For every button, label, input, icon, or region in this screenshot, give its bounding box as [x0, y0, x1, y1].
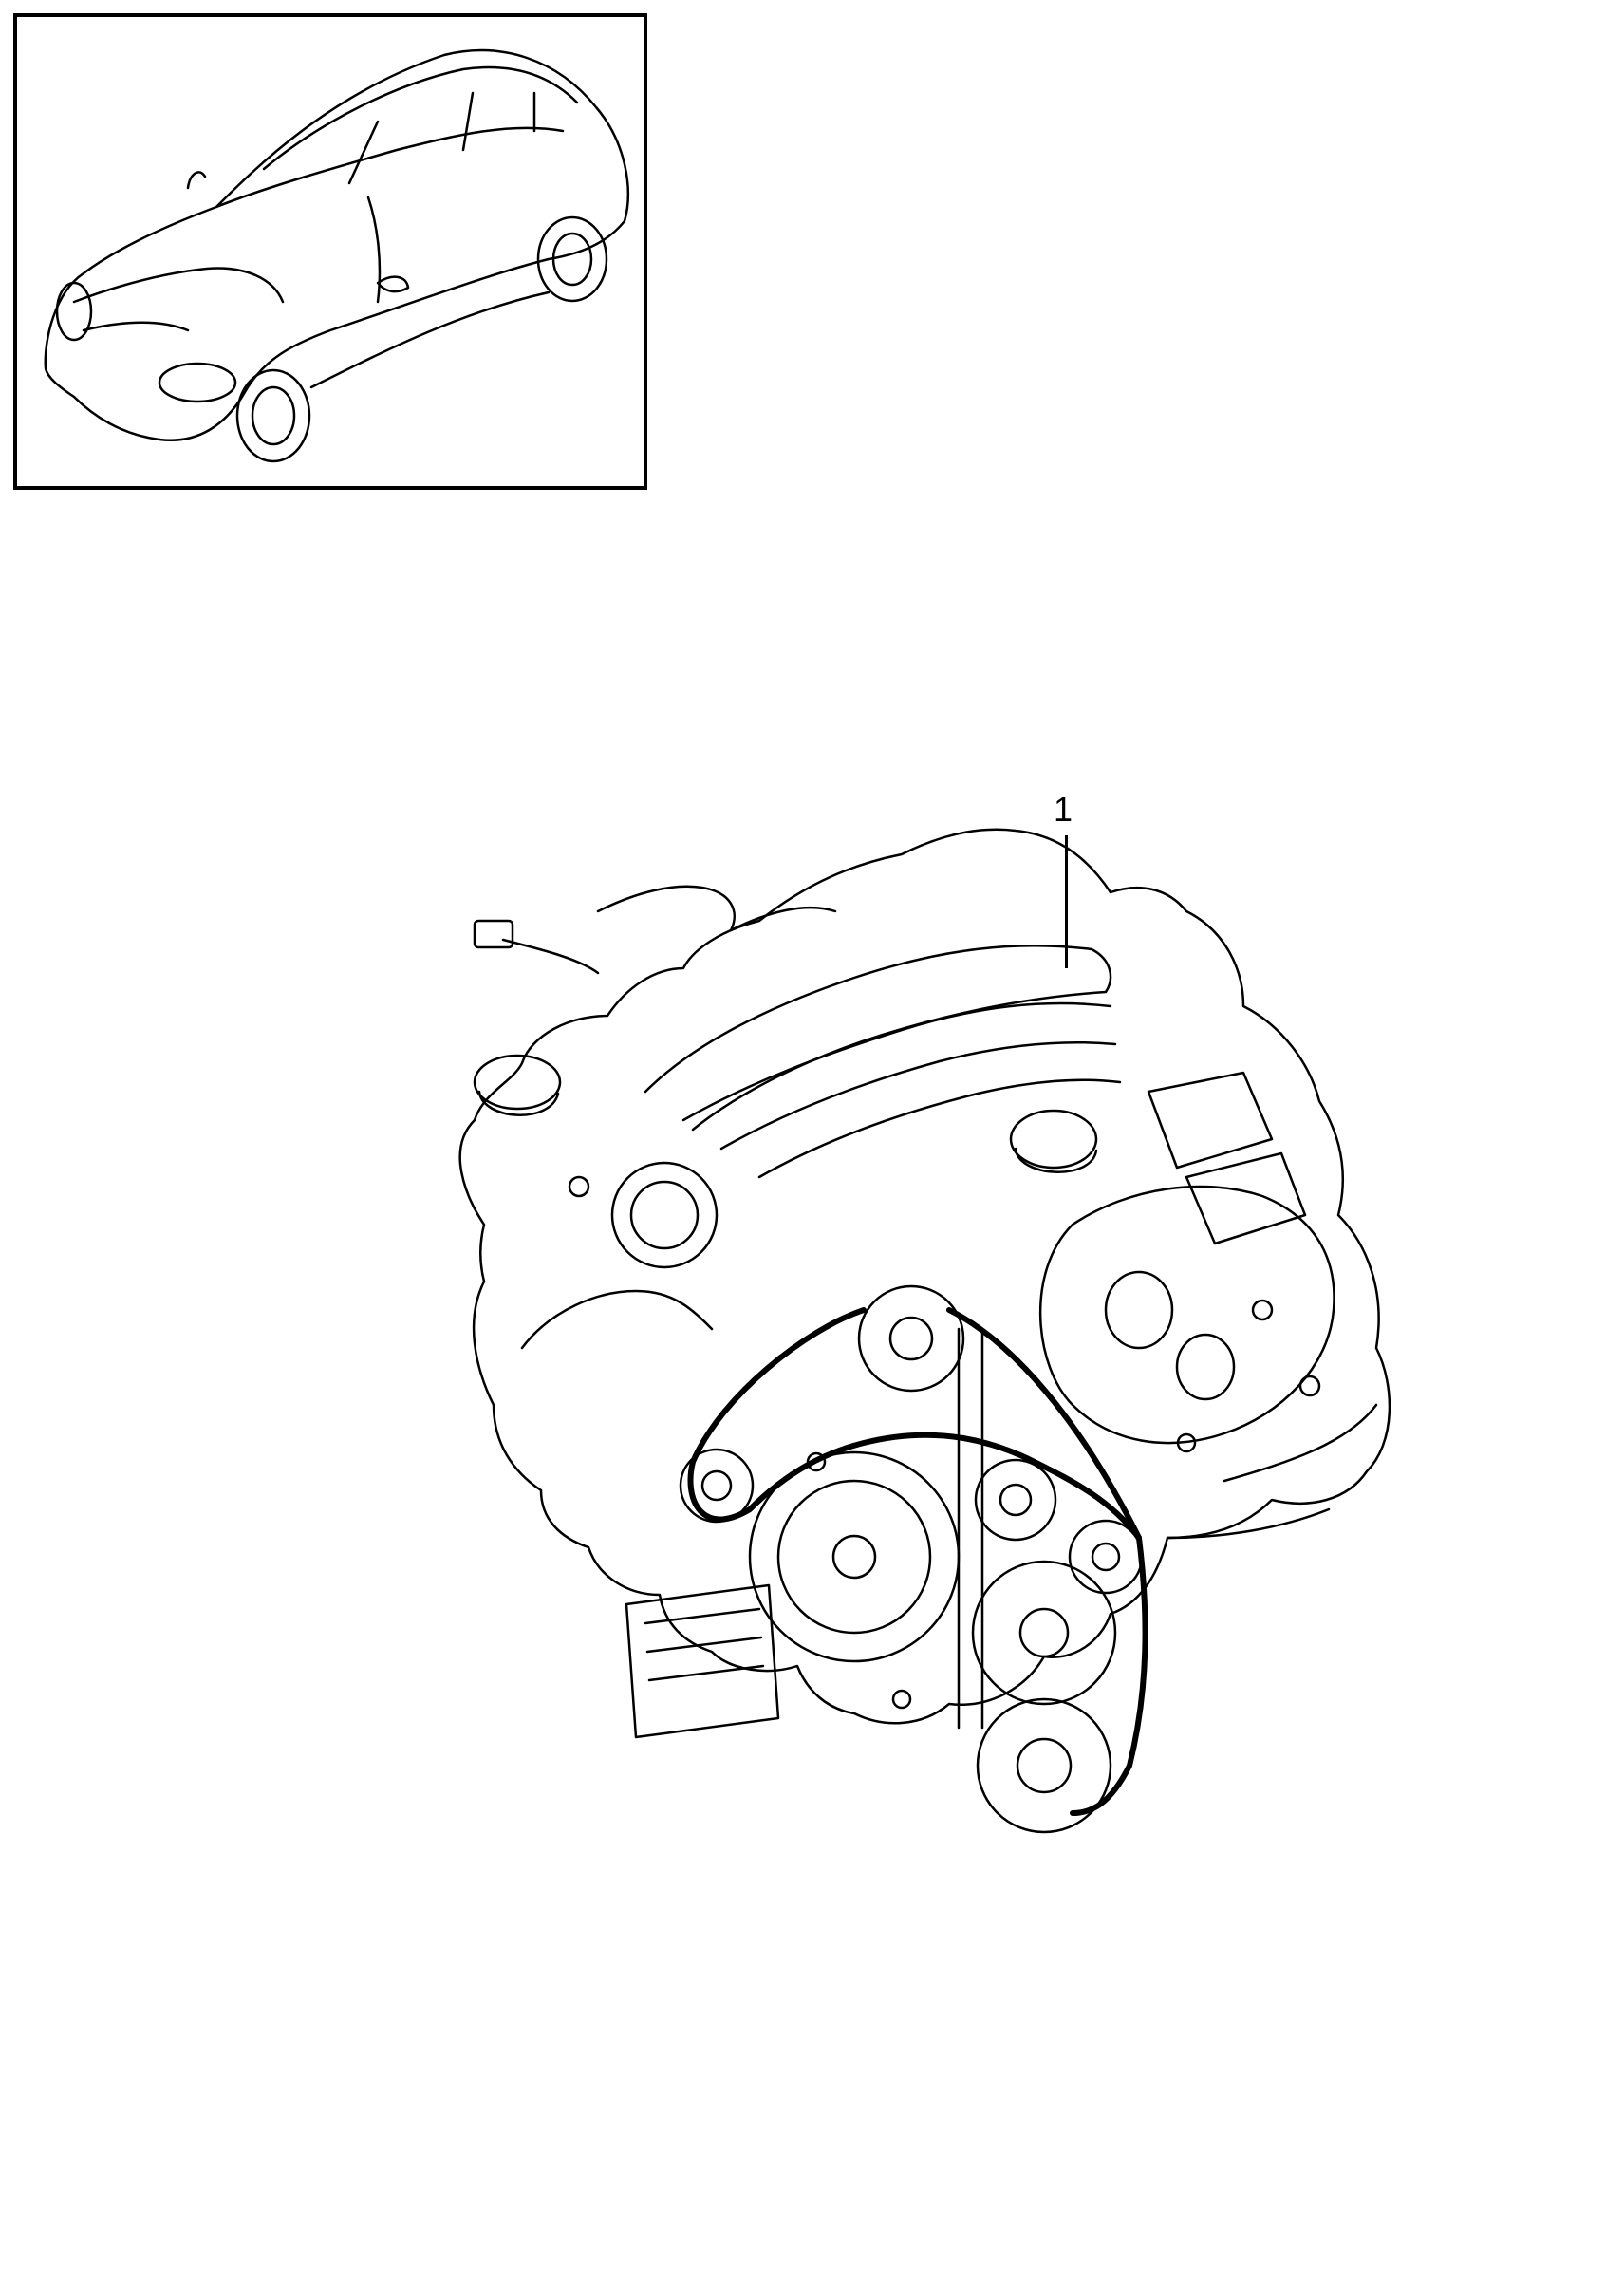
serpentine-belt [687, 1307, 1148, 1816]
engine-block-outline [458, 828, 1391, 1725]
callout-number: 1 [1054, 790, 1073, 829]
water-pump-pulley [971, 1560, 1117, 1706]
ac-compressor-pulley [976, 1697, 1112, 1834]
upper-hose [501, 885, 837, 975]
car-outline-illustration [44, 48, 629, 463]
crankshaft-pulley [748, 1450, 961, 1663]
coil-packs [1147, 1071, 1307, 1245]
vehicle-thumbnail-frame [13, 13, 647, 490]
coolant-cap [1009, 1109, 1098, 1170]
vertical-pipe [957, 1327, 984, 1730]
valve-cover-right [1039, 1185, 1335, 1445]
oil-cooler [625, 1583, 780, 1739]
callout-leader-line [1065, 835, 1068, 968]
throttle-body [610, 1161, 719, 1269]
engine-assembly-illustration [408, 778, 1576, 1993]
idler-pulley-top [857, 1284, 965, 1393]
idler-pulley-middle [974, 1458, 1057, 1542]
oil-filler-cap [473, 1054, 562, 1111]
